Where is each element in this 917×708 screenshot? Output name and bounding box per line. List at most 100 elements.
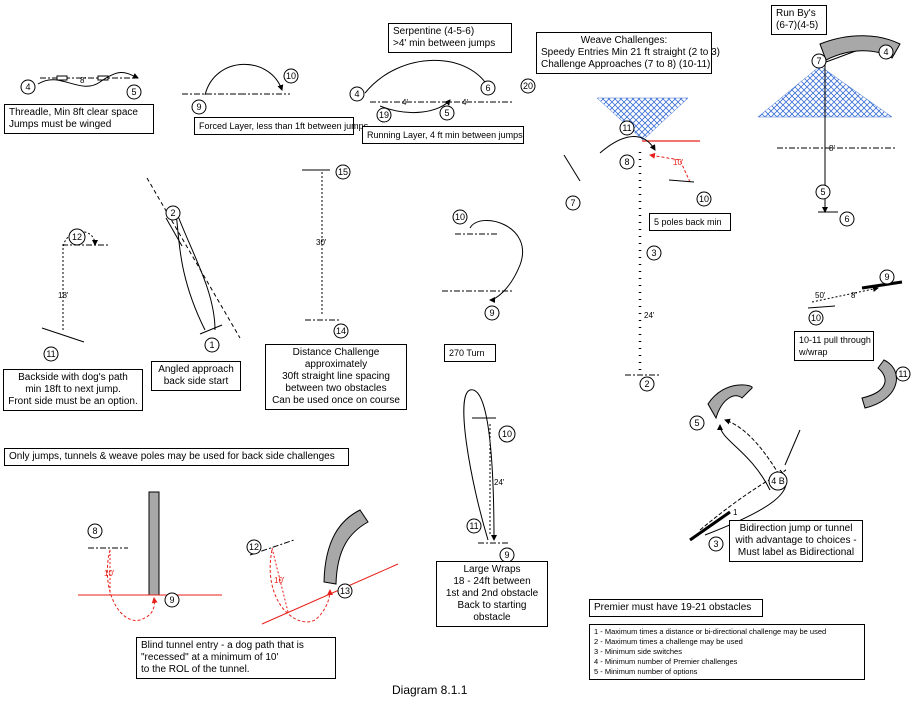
distance-label: 8' xyxy=(829,144,835,153)
serpentine-label: Serpentine (4-5-6)>4' min between jumps xyxy=(388,23,512,53)
serpentine-diagram xyxy=(349,59,536,123)
dog-path xyxy=(699,469,786,531)
tunnel xyxy=(861,359,897,409)
threadle-diagram xyxy=(20,72,142,100)
obstacle-number: 10 xyxy=(286,71,296,81)
distance-label: 24' xyxy=(494,478,505,487)
dog-path xyxy=(174,207,216,331)
obstacle-number-circle xyxy=(689,415,705,431)
blind-tunnel-diagram-right xyxy=(246,509,399,625)
obstacle-number: 2 xyxy=(170,208,175,218)
running-layer-label: Running Layer, 4 ft min between jumps xyxy=(362,126,524,144)
premier-obstacles-label: Premier must have 19-21 obstacles xyxy=(589,599,763,617)
obstacle-number-circle xyxy=(333,323,349,339)
distance-label: 8' xyxy=(851,291,857,300)
red-path xyxy=(269,549,333,623)
obstacle-number: 5 xyxy=(131,87,136,97)
obstacle-number-circle xyxy=(811,53,827,69)
obstacle-number: 4 xyxy=(883,47,888,57)
tunnel xyxy=(323,509,369,585)
jump-bar xyxy=(41,327,85,343)
obstacle-number-circle xyxy=(191,99,207,115)
obstacle-number-circle xyxy=(520,78,536,94)
turn-270-label: 270 Turn xyxy=(444,344,496,362)
obstacle-number-circle xyxy=(68,228,86,246)
obstacle-number-circle xyxy=(246,539,262,555)
obstacle-number: 3 xyxy=(651,248,656,258)
dog-path xyxy=(37,72,139,87)
jump-bar xyxy=(249,539,295,556)
obstacle-number-circle xyxy=(439,105,455,121)
run-by-diagram xyxy=(757,35,901,227)
dog-path xyxy=(204,63,284,96)
obstacle-number-circle xyxy=(639,376,655,392)
obstacle-number-circle xyxy=(696,191,712,207)
obstacle-number: 10 xyxy=(811,313,821,323)
obstacle-number-circle xyxy=(349,86,365,102)
distance-label: 10' xyxy=(274,576,285,585)
large-wraps-diagram xyxy=(463,389,516,563)
obstacle-number-circle xyxy=(619,120,635,136)
turn-270-diagram xyxy=(442,209,523,321)
jump-wing xyxy=(56,75,68,81)
obstacle-number-circle xyxy=(619,154,635,170)
obstacle-number: 5 xyxy=(694,418,699,428)
distance-label: 8' xyxy=(80,76,86,85)
red-path xyxy=(106,549,158,621)
rule-item: 2 - Maximum times a challenge may be use… xyxy=(594,637,743,646)
distance-label: 18' xyxy=(58,291,69,300)
distance-label: 30' xyxy=(316,238,327,247)
obstacle-number: 20 xyxy=(523,81,533,91)
tunnel xyxy=(707,384,753,420)
obstacle-number-circle xyxy=(879,269,895,285)
obstacle-number-circle xyxy=(466,518,482,534)
obstacle-number: 12 xyxy=(249,542,259,552)
dog-path xyxy=(599,136,656,154)
obstacle-number: 5 xyxy=(820,187,825,197)
obstacle-number: 11 xyxy=(898,369,907,379)
obstacle-number-circle xyxy=(165,205,181,221)
obstacle-number-circle xyxy=(376,107,392,123)
obstacle-number: 10 xyxy=(699,194,709,204)
diagram-caption: Diagram 8.1.1 xyxy=(392,683,468,697)
obstacle-number-circle xyxy=(126,84,142,100)
tunnel xyxy=(148,491,160,596)
back-side-rule-label: Only jumps, tunnels & weave poles may be… xyxy=(4,448,349,466)
obstacle-number-circle xyxy=(87,523,103,539)
obstacle-number: 2 xyxy=(644,379,649,389)
obstacle-number: 10 xyxy=(502,429,512,439)
forced-layer-label: Forced Layer, less than 1ft between jump… xyxy=(194,117,368,135)
red-path xyxy=(649,152,691,183)
obstacle-number-circle xyxy=(498,425,516,443)
pull-through-diagram xyxy=(807,269,911,409)
approach-line xyxy=(146,177,241,339)
obstacle-number: 9 xyxy=(196,102,201,112)
obstacle-number: 11 xyxy=(469,521,478,531)
bidirection-diagram xyxy=(689,384,801,552)
obstacle-number: 10 xyxy=(455,212,465,222)
obstacle-number-circle xyxy=(895,366,911,382)
weave-challenges-label: Weave Challenges:Speedy Entries Min 21 f… xyxy=(536,32,720,74)
obstacle-number-circle xyxy=(452,209,468,225)
obstacle-number-circle xyxy=(283,68,299,84)
weave-challenge-diagram xyxy=(563,97,712,392)
entry-zone xyxy=(596,97,689,141)
distance-label: 24' xyxy=(644,311,655,320)
obstacle-number: 15 xyxy=(338,167,348,177)
obstacle-number: 11 xyxy=(46,349,55,359)
run-bys-label: Run By's(6-7)(4-5) xyxy=(771,5,827,35)
jump-bar xyxy=(861,280,903,290)
obstacle-number: 9 xyxy=(489,308,494,318)
distance-label: 10' xyxy=(104,569,115,578)
obstacle-number: 4 xyxy=(25,82,30,92)
obstacle-number: 4 xyxy=(354,89,359,99)
obstacle-number-circle xyxy=(768,471,788,491)
obstacle-number: 8 xyxy=(624,157,629,167)
jump-bar xyxy=(165,217,183,247)
distance-label: 4' xyxy=(402,98,408,107)
obstacle-number: 8 xyxy=(92,526,97,536)
